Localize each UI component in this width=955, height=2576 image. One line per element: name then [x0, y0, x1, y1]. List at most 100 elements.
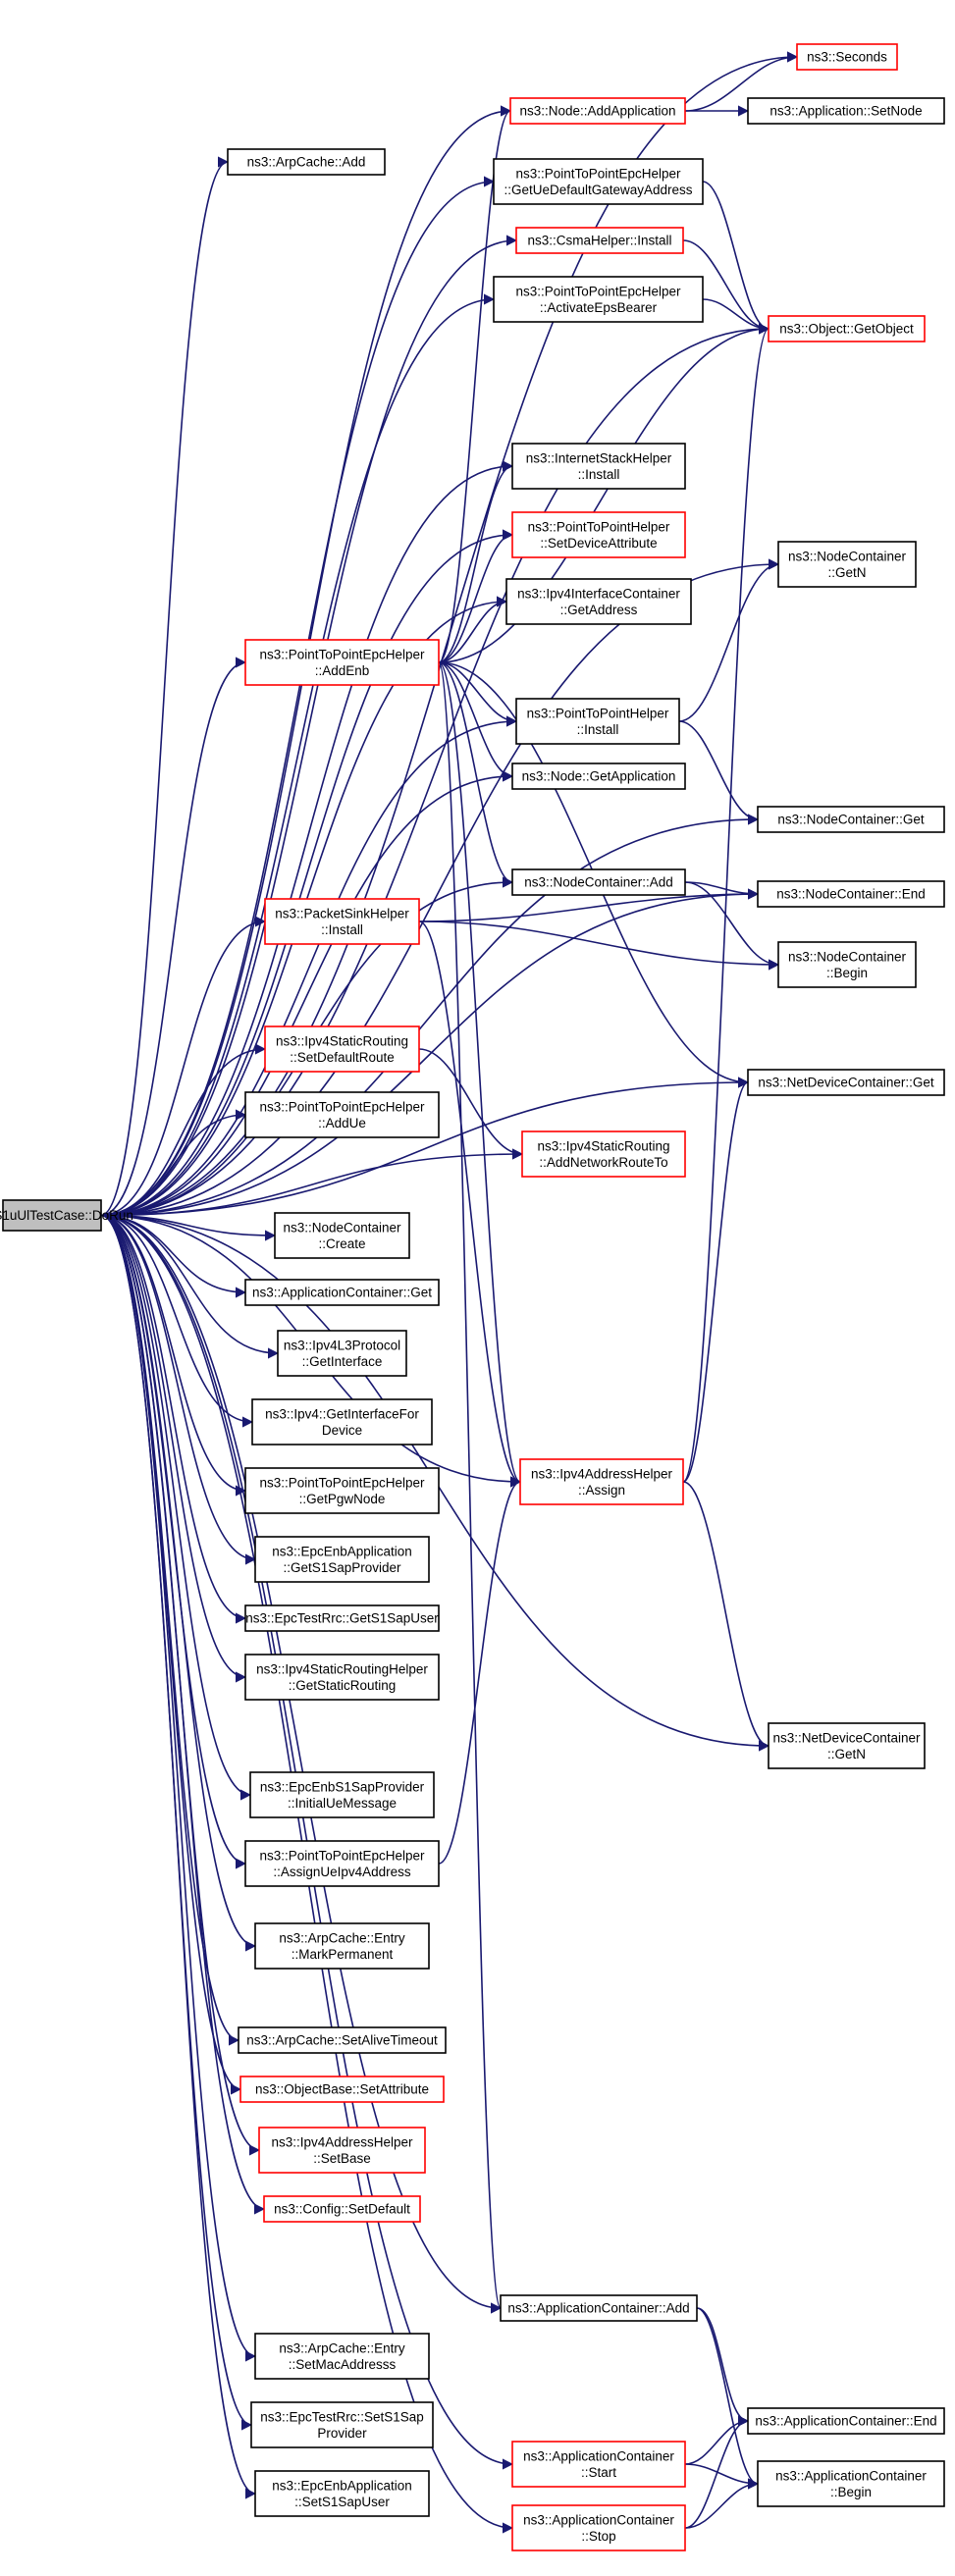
edge-csma-getobject [682, 239, 770, 335]
edge-appcstop-appcbegin [684, 2478, 760, 2529]
node-p2pinstall[interactable]: ns3::PointToPointHelper::Install [515, 698, 680, 745]
node-gets1sapprov[interactable]: ns3::EpcEnbApplication::GetS1SapProvider [254, 1536, 430, 1583]
node-setdefault[interactable]: ns3::Config::SetDefault [263, 2195, 421, 2223]
node-ipv4assign[interactable]: ns3::Ipv4AddressHelper::Assign [519, 1458, 684, 1505]
node-label: ns3::NetDeviceContainer::Get [758, 1076, 934, 1090]
node-label: ns3::Ipv4L3Protocol [284, 1338, 400, 1352]
node-ncget[interactable]: ns3::NodeContainer::Get [757, 806, 945, 833]
node-ncadd[interactable]: ns3::NodeContainer::Add [511, 868, 686, 896]
node-label: ::SetMacAddresss [289, 2357, 397, 2372]
node-seconds[interactable]: ns3::Seconds [796, 43, 898, 71]
edge-addenb-setdevattr [438, 529, 514, 663]
node-getuegw[interactable]: ns3::PointToPointEpcHelper::GetUeDefault… [493, 158, 704, 205]
node-ncbegin[interactable]: ns3::NodeContainer::Begin [777, 941, 917, 988]
edge-root-inetstack [100, 460, 514, 1217]
node-appcstart[interactable]: ns3::ApplicationContainer::Start [511, 2441, 686, 2488]
node-box [768, 315, 926, 342]
node-label: ::Begin [830, 2485, 872, 2499]
node-nccreate[interactable]: ns3::NodeContainer::Create [274, 1212, 410, 1259]
node-markperm[interactable]: ns3::ArpCache::Entry::MarkPermanent [254, 1922, 430, 1970]
edge-root-setdevattr [100, 529, 514, 1217]
node-getstatic[interactable]: ns3::Ipv4StaticRoutingHelper::GetStaticR… [244, 1654, 440, 1701]
node-box [747, 1069, 945, 1096]
node-setbase[interactable]: ns3::Ipv4AddressHelper::SetBase [258, 2127, 426, 2174]
node-setdevattr[interactable]: ns3::PointToPointHelper::SetDeviceAttrib… [511, 511, 686, 558]
node-label: ns3::Seconds [807, 50, 887, 65]
node-addue[interactable]: ns3::PointToPointEpcHelper::AddUe [244, 1091, 440, 1138]
edge-activate-getobject [702, 298, 770, 335]
node-appcstop[interactable]: ns3::ApplicationContainer::Stop [511, 2504, 686, 2551]
node-root[interactable]: EpcS1uUlTestCase::DoRun [0, 1199, 133, 1232]
node-label: ::GetPgwNode [299, 1492, 386, 1506]
node-label: ::Install [577, 722, 619, 737]
node-getapp[interactable]: ns3::Node::GetApplication [511, 762, 686, 790]
node-appcbegin[interactable]: ns3::ApplicationContainer::Begin [757, 2460, 945, 2507]
node-label: ns3::ApplicationContainer [775, 2468, 927, 2483]
edge-root-appcstart [100, 1214, 514, 2470]
node-ncend[interactable]: ns3::NodeContainer::End [757, 880, 945, 908]
node-setnode[interactable]: ns3::Application::SetNode [747, 97, 945, 125]
node-box [511, 868, 686, 896]
node-label: ns3::NodeContainer [283, 1220, 401, 1235]
node-box [251, 1398, 433, 1446]
node-csma[interactable]: ns3::CsmaHelper::Install [515, 227, 684, 254]
node-inetstack[interactable]: ns3::InternetStackHelper::Install [511, 443, 686, 490]
node-addapp[interactable]: ns3::Node::AddApplication [509, 97, 686, 125]
edge-root-markperm [100, 1214, 257, 1952]
node-pktsink[interactable]: ns3::PacketSinkHelper::Install [264, 898, 420, 945]
node-gets1sapuser[interactable]: ns3::EpcTestRrc::GetS1SapUser [244, 1604, 440, 1632]
edge-assignue-ipv4assign [438, 1476, 522, 1865]
call-nodes: EpcS1uUlTestCase::DoRun ns3::Secondsns3::… [0, 43, 945, 2551]
node-initue[interactable]: ns3::EpcEnbS1SapProvider::InitialUeMessa… [249, 1771, 435, 1818]
edge-root-appcadd [100, 1214, 503, 2314]
node-label: ns3::NetDeviceContainer [772, 1730, 921, 1745]
node-assignue[interactable]: ns3::PointToPointEpcHelper::AssignUeIpv4… [244, 1840, 440, 1887]
node-label: ::Assign [578, 1483, 625, 1498]
node-box [274, 1212, 410, 1259]
node-activate[interactable]: ns3::PointToPointEpcHelper::ActivateEpsB… [493, 276, 704, 323]
node-label: ns3::NodeContainer [788, 949, 907, 964]
node-ndcget[interactable]: ns3::NetDeviceContainer::Get [747, 1069, 945, 1096]
node-box [747, 97, 945, 125]
node-label: ::SetBase [313, 2151, 371, 2166]
node-label: ns3::Ipv4StaticRoutingHelper [256, 1661, 428, 1676]
node-box [2, 1199, 102, 1232]
node-arpadd[interactable]: ns3::ArpCache::Add [227, 148, 386, 176]
node-sets1sapuser[interactable]: ns3::EpcEnbApplication::SetS1SapUser [254, 2470, 430, 2517]
node-getpgw[interactable]: ns3::PointToPointEpcHelper::GetPgwNode [244, 1467, 440, 1514]
node-box [515, 698, 680, 745]
node-box [509, 97, 686, 125]
node-box [258, 2127, 426, 2174]
node-addnetroute[interactable]: ns3::Ipv4StaticRouting::AddNetworkRouteT… [521, 1130, 686, 1178]
node-label: ns3::ObjectBase::SetAttribute [255, 2082, 429, 2097]
node-appcadd[interactable]: ns3::ApplicationContainer::Add [500, 2294, 698, 2322]
node-ndcgetn[interactable]: ns3::NetDeviceContainer::GetN [768, 1722, 926, 1769]
node-getobject[interactable]: ns3::Object::GetObject [768, 315, 926, 342]
node-addenb[interactable]: ns3::PointToPointEpcHelper::AddEnb [244, 639, 440, 686]
node-label: ::AddUe [318, 1116, 366, 1130]
node-box [244, 1840, 440, 1887]
node-setmac[interactable]: ns3::ArpCache::Entry::SetMacAddresss [254, 2333, 430, 2380]
edge-appcstart-appcend [684, 2415, 750, 2465]
node-setattr[interactable]: ns3::ObjectBase::SetAttribute [239, 2076, 445, 2103]
node-ncgetn[interactable]: ns3::NodeContainer::GetN [777, 541, 917, 588]
node-getif[interactable]: ns3::Ipv4L3Protocol::GetInterface [277, 1330, 407, 1377]
call-edges [100, 51, 799, 2534]
node-label: ::AddNetworkRouteTo [539, 1155, 667, 1170]
node-setalive[interactable]: ns3::ArpCache::SetAliveTimeout [238, 2026, 447, 2054]
node-appcend[interactable]: ns3::ApplicationContainer::End [747, 2407, 945, 2435]
node-label: ::Create [318, 1236, 365, 1251]
node-ipv4ifc[interactable]: ns3::Ipv4InterfaceContainer::GetAddress [505, 578, 692, 625]
node-label: ns3::Application::SetNode [769, 104, 922, 119]
edge-appcstop-appcend [684, 2415, 750, 2529]
node-appcget[interactable]: ns3::ApplicationContainer::Get [244, 1279, 440, 1306]
node-label: ns3::ApplicationContainer [523, 2448, 674, 2463]
node-box [511, 443, 686, 490]
node-setdefroute[interactable]: ns3::Ipv4StaticRouting::SetDefaultRoute [264, 1025, 420, 1073]
node-label: ::GetUeDefaultGatewayAddress [504, 183, 692, 197]
edge-addenb-p2pinstall [438, 661, 518, 727]
node-label: ns3::PointToPointEpcHelper [515, 284, 681, 298]
